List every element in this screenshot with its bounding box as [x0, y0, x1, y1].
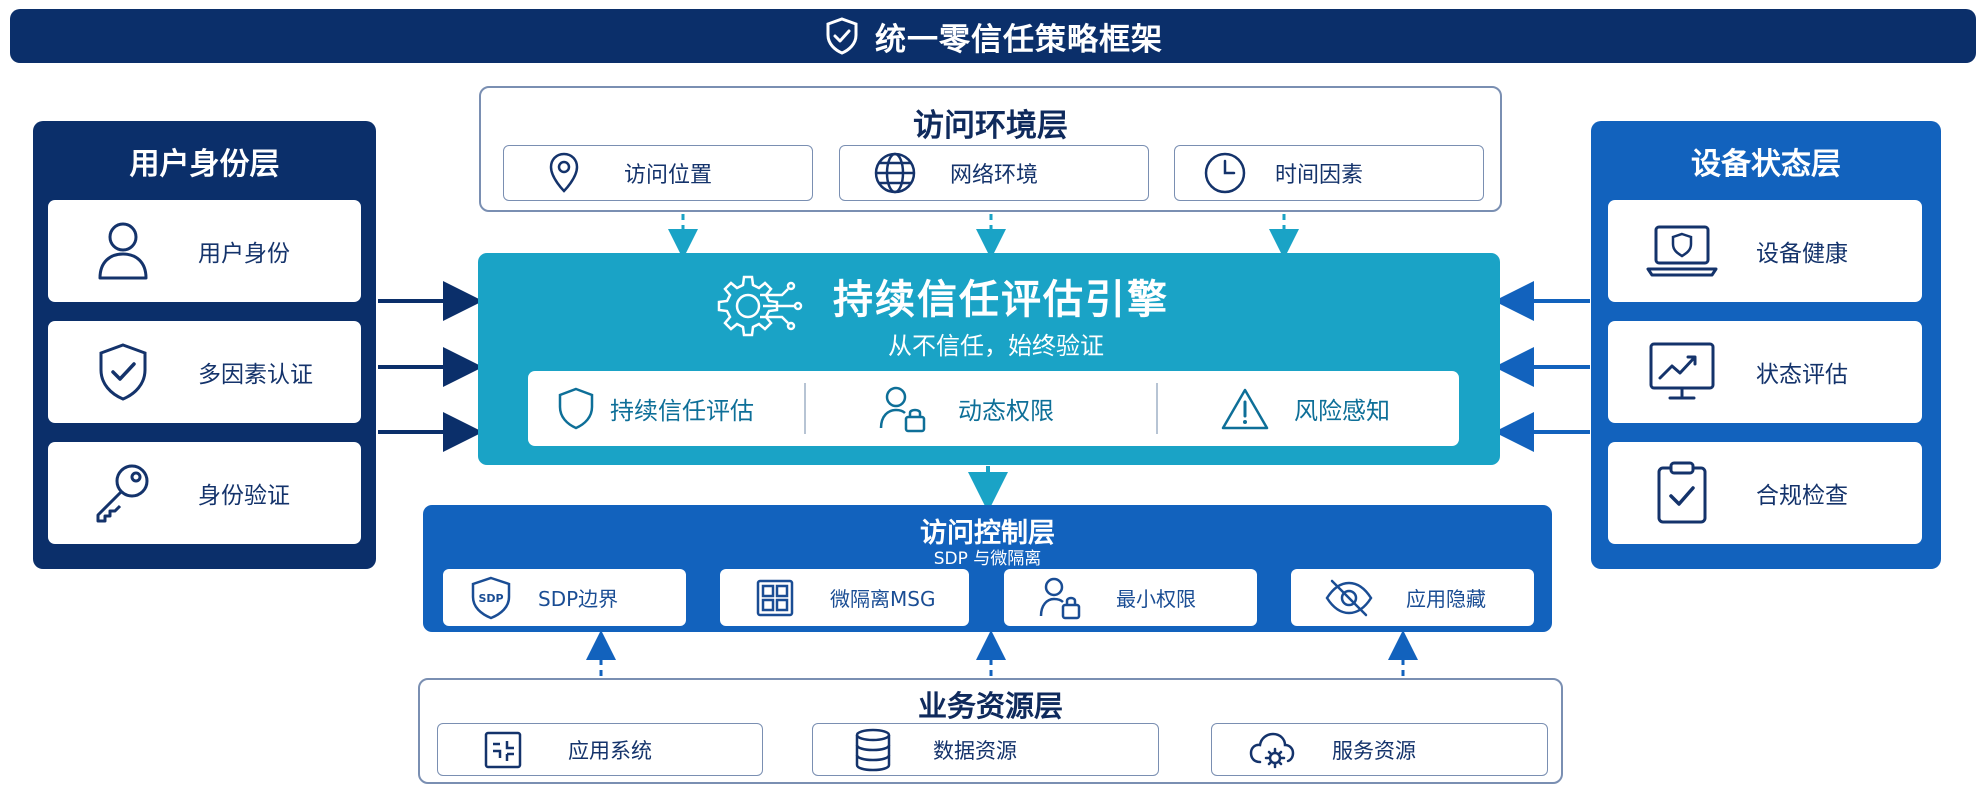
access-environment-layer: 访问环境层 访问位置 网络环境 时间因素 [479, 86, 1502, 212]
user-lock-icon [878, 384, 928, 434]
control-layer-title: 访问控制层 [920, 518, 1055, 549]
engine-title: 持续信任评估引擎 [833, 277, 1169, 323]
eye-off-icon [1291, 578, 1406, 618]
shield-icon [556, 386, 596, 432]
clipboard-check-icon [1608, 460, 1756, 526]
biz-layer-title: 业务资源层 [917, 689, 1063, 723]
status-assessment-label: 状态评估 [1756, 362, 1848, 388]
engine-subtitle: 从不信任，始终验证 [888, 332, 1104, 360]
svg-text:SDP: SDP [478, 592, 503, 605]
micro-segmentation-item[interactable]: 微隔离MSG [720, 569, 969, 626]
continuous-trust-label: 持续信任评估 [610, 397, 754, 425]
time-factor-label: 时间因素 [1275, 163, 1364, 188]
data-resource-item[interactable]: 数据资源 [812, 723, 1159, 776]
compliance-check-card[interactable]: 合规检查 [1608, 442, 1922, 544]
risk-awareness-label: 风险感知 [1294, 397, 1390, 425]
globe-icon [840, 151, 950, 195]
user-layer-title: 用户身份层 [129, 147, 280, 182]
device-status-layer: 设备状态层 设备健康 状态评估 合规检查 [1591, 121, 1941, 569]
laptop-shield-icon [1608, 223, 1756, 279]
shield-check-icon [48, 341, 198, 403]
access-control-layer: 访问控制层 SDP 与微隔离 SDP SDP边界 微隔离MSG 最小权限 应用隐… [423, 505, 1552, 632]
feature-divider [804, 383, 806, 434]
env-layer-title: 访问环境层 [913, 108, 1068, 144]
dynamic-permission-item[interactable]: 动态权限 [878, 371, 1054, 446]
app-hiding-label: 应用隐藏 [1406, 587, 1486, 611]
mfa-label: 多因素认证 [198, 362, 313, 388]
dynamic-permission-label: 动态权限 [958, 397, 1054, 425]
gear-network-icon [708, 271, 803, 351]
service-resource-item[interactable]: 服务资源 [1211, 723, 1548, 776]
least-privilege-label: 最小权限 [1116, 587, 1196, 611]
database-icon [813, 727, 933, 773]
user-identity-layer: 用户身份层 用户身份 多因素认证 身份验证 [33, 121, 376, 569]
app-system-item[interactable]: 应用系统 [437, 723, 763, 776]
sdp-shield-icon: SDP [443, 575, 538, 621]
location-pin-icon [504, 151, 624, 195]
page-title: 统一零信任策略框架 [875, 21, 1163, 58]
app-system-label: 应用系统 [568, 738, 652, 763]
authentication-card[interactable]: 身份验证 [48, 442, 361, 544]
user-lock-icon [1004, 575, 1116, 621]
control-layer-subtitle: SDP 与微隔离 [933, 549, 1042, 569]
clock-icon [1175, 151, 1275, 195]
engine-features: 持续信任评估 动态权限 风险感知 [528, 371, 1459, 446]
status-assessment-card[interactable]: 状态评估 [1608, 321, 1922, 423]
device-layer-title: 设备状态层 [1691, 147, 1841, 182]
user-identity-card[interactable]: 用户身份 [48, 200, 361, 302]
access-location-label: 访问位置 [624, 163, 713, 188]
compliance-check-label: 合规检查 [1756, 483, 1848, 509]
continuous-trust-item[interactable]: 持续信任评估 [556, 371, 754, 446]
risk-awareness-item[interactable]: 风险感知 [1220, 371, 1390, 446]
key-icon [48, 461, 198, 525]
network-environment-item[interactable]: 网络环境 [839, 145, 1149, 201]
user-icon [48, 220, 198, 282]
sdp-boundary-item[interactable]: SDP SDP边界 [443, 569, 686, 626]
cloud-gear-icon [1212, 730, 1332, 770]
title-bar: 统一零信任策略框架 [10, 9, 1976, 63]
device-health-card[interactable]: 设备健康 [1608, 200, 1922, 302]
app-system-icon [438, 730, 568, 770]
least-privilege-item[interactable]: 最小权限 [1004, 569, 1257, 626]
business-resource-layer: 业务资源层 应用系统 数据资源 服务资源 [418, 678, 1563, 784]
network-environment-label: 网络环境 [950, 163, 1039, 188]
monitor-chart-icon [1608, 340, 1756, 404]
shield-check-icon [823, 16, 861, 56]
trust-evaluation-engine: 持续信任评估引擎 从不信任，始终验证 持续信任评估 动态权限 风险感知 [478, 253, 1500, 465]
warning-icon [1220, 386, 1270, 432]
authentication-label: 身份验证 [198, 483, 290, 509]
time-factor-item[interactable]: 时间因素 [1174, 145, 1484, 201]
grid-icon [720, 578, 830, 618]
feature-divider [1156, 383, 1158, 434]
micro-segmentation-label: 微隔离MSG [830, 587, 936, 611]
device-health-label: 设备健康 [1756, 241, 1848, 267]
user-identity-label: 用户身份 [198, 241, 290, 267]
mfa-card[interactable]: 多因素认证 [48, 321, 361, 423]
sdp-boundary-label: SDP边界 [538, 587, 619, 611]
app-hiding-item[interactable]: 应用隐藏 [1291, 569, 1534, 626]
data-resource-label: 数据资源 [933, 738, 1017, 763]
access-location-item[interactable]: 访问位置 [503, 145, 813, 201]
service-resource-label: 服务资源 [1332, 738, 1416, 763]
